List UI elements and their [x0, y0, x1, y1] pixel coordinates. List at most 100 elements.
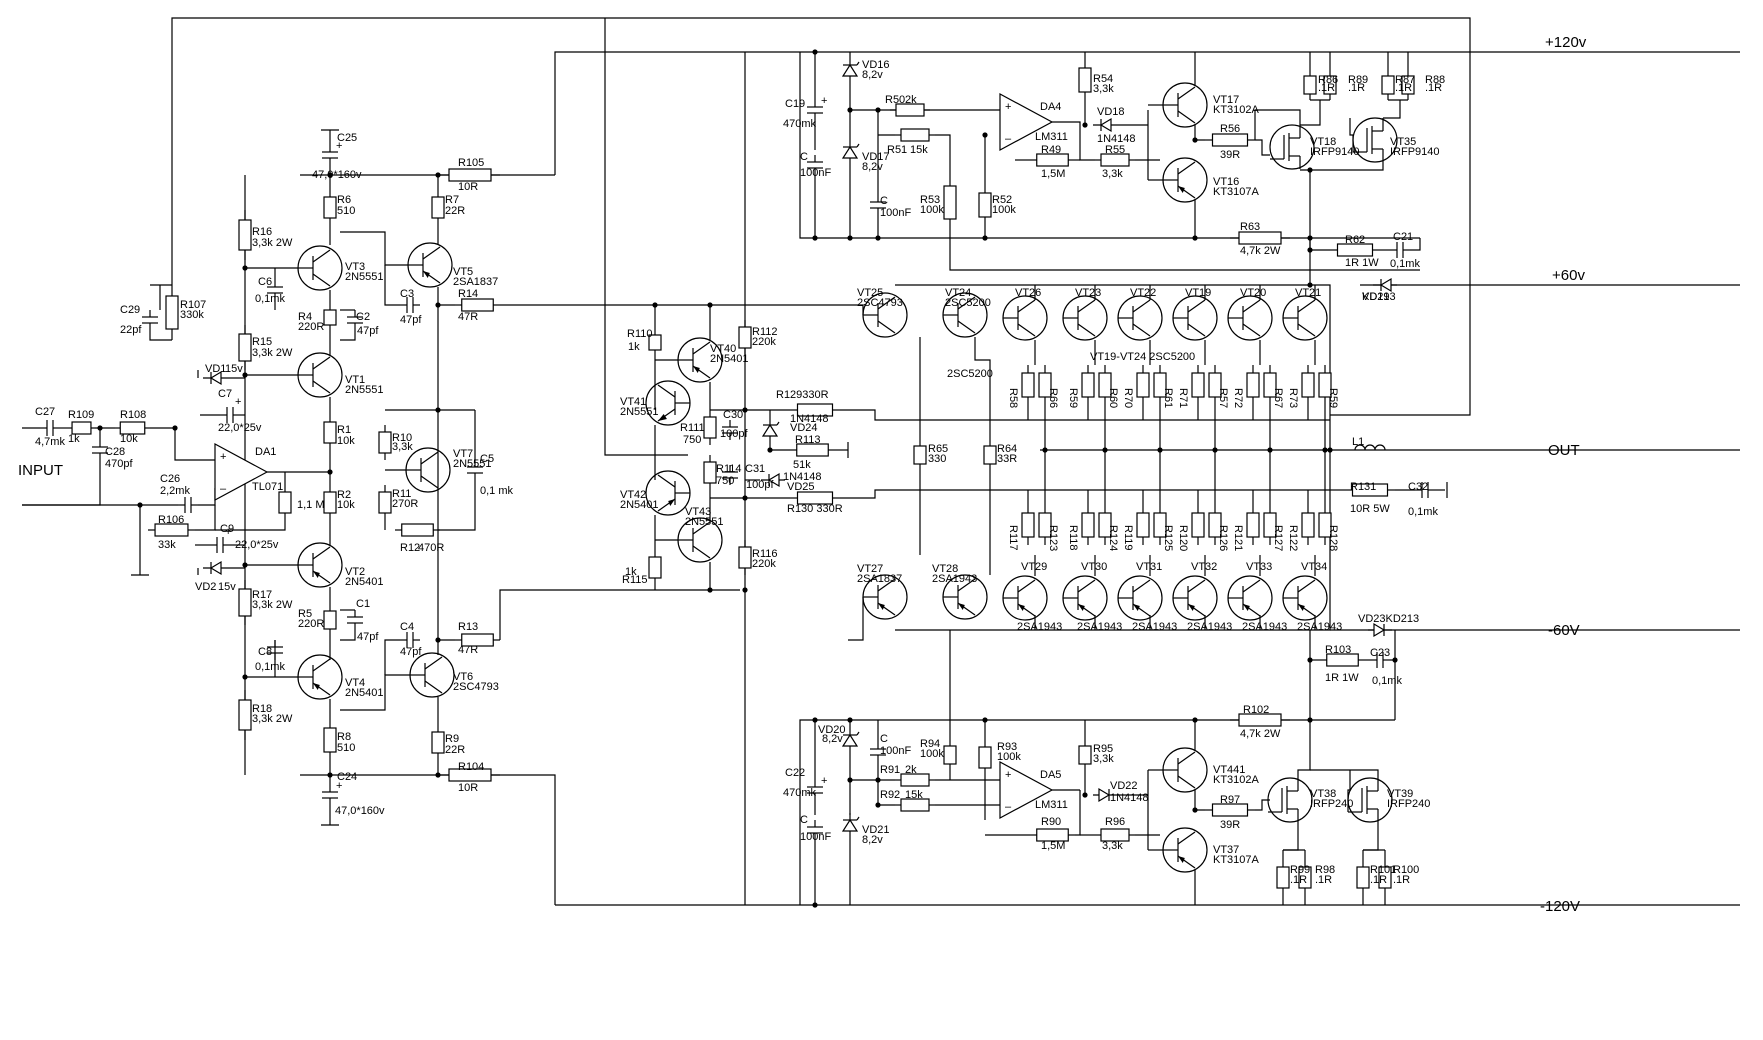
vt30-ref-label: VT30 [1081, 561, 1107, 573]
c3v-label: 47pf [400, 314, 422, 326]
l1-inductor [1354, 444, 1386, 451]
junction-dot [327, 772, 333, 778]
vt28-transistor [942, 574, 988, 620]
vt24-type-label: 2SC5200 [945, 297, 991, 309]
junction-dot [1192, 137, 1198, 143]
upper-output-note-label: VT19-VT24 2SC5200 [1090, 351, 1195, 363]
r110-resistor [648, 330, 662, 355]
r51-label: R51 [887, 144, 907, 156]
c21-capacitor [1390, 242, 1410, 258]
wire [340, 231, 408, 266]
wire [149, 330, 172, 341]
vt35-type-label: IRFP9140 [1390, 146, 1440, 158]
r129-label: R129330R [776, 389, 829, 401]
lower-r-a-label: R121 [1232, 525, 1244, 551]
c28-capacitor [92, 440, 108, 460]
junction-dot [1307, 235, 1313, 241]
vd1v-label: 15v [225, 363, 243, 375]
junction-dot [1192, 807, 1198, 813]
upper-emitter-resistor [1263, 365, 1277, 405]
wire [1383, 100, 1401, 119]
r9-label: R9 [445, 733, 459, 745]
wire [300, 774, 556, 905]
r15-label: R15 [252, 336, 272, 348]
vt38-ref-label: VT38 [1310, 788, 1336, 800]
c29-capacitor [142, 310, 158, 330]
da1-opamp: +– [214, 442, 269, 502]
c1-label: C1 [356, 598, 370, 610]
junction-dot [1192, 235, 1198, 241]
c6-capacitor [267, 280, 283, 300]
r108-label: R108 [120, 409, 146, 421]
r115-label: R115 [622, 574, 647, 586]
upper-r-b-label: R59 [1327, 388, 1339, 408]
r129-resistor [790, 403, 840, 417]
vt1-type-label: 2N5551 [345, 384, 384, 396]
r101v-label: .1R [1370, 874, 1387, 886]
r107-label: R107 [180, 299, 206, 311]
vt4-type-label: 2N5401 [345, 687, 384, 699]
r94-label: R94 [920, 738, 940, 750]
r96v-label: 3,3k [1102, 840, 1123, 852]
r1-resistor [323, 415, 337, 450]
wire [340, 674, 410, 711]
r8v-label: 510 [337, 742, 355, 754]
vt33-ref-label: VT33 [1246, 561, 1272, 573]
vt6-ref-label: VT6 [453, 671, 473, 683]
vt2-ref-label: VT2 [345, 566, 365, 578]
junction-dot [137, 502, 143, 508]
r113-resistor [790, 443, 835, 457]
r87v-label: .1R [1395, 82, 1412, 94]
r56v-label: 39R [1220, 149, 1240, 161]
wire [949, 230, 1420, 271]
c19v-label: 470mk [783, 118, 817, 130]
r116-label: R116 [752, 548, 777, 560]
r9v-label: 22R [445, 744, 465, 756]
c31v-label: 100pf [746, 479, 774, 491]
r56-label: R56 [1220, 123, 1240, 135]
c27-capacitor [40, 420, 60, 436]
r55-label: R55 [1105, 144, 1125, 156]
vt29-ref-label: VT29 [1021, 561, 1047, 573]
wire [1075, 790, 1081, 836]
upper-r-a-label: R73 [1287, 388, 1299, 408]
vt39-ref-label: VT39 [1387, 788, 1413, 800]
upper-output-transistor [1117, 295, 1163, 341]
wire [840, 489, 1330, 499]
labels: +120v+60vOUT-60V-120VINPUTC274,7mkR1091k… [18, 34, 1587, 915]
r109v-label: 1k [68, 433, 80, 445]
c4-capacitor [400, 632, 420, 648]
upper-r-b-label: R67 [1272, 388, 1284, 408]
da4-type-label: LM311 [1035, 131, 1068, 143]
svg-text:+: + [225, 526, 231, 538]
r111-resistor [703, 410, 717, 445]
r49-label: R49 [1041, 144, 1061, 156]
c28-label: C28 [105, 446, 125, 458]
junction-dot [1082, 792, 1088, 798]
junction-dot [1327, 447, 1333, 453]
rail-plus-60-label: +60v [1552, 267, 1585, 284]
components: +–++++++–++– [40, 58, 1448, 895]
r12-resistor [395, 523, 440, 537]
out-label: OUT [1548, 442, 1580, 459]
r131-label: R131 [1350, 481, 1376, 493]
r110v-label: 1k [628, 341, 640, 353]
upper-base-resistor [1301, 365, 1315, 405]
r11-resistor [378, 485, 392, 520]
c2-capacitor [347, 310, 363, 330]
upper-emitter-resistor [1208, 365, 1222, 405]
r4-resistor [323, 305, 337, 330]
junction-dot [172, 425, 178, 431]
r98-label: R98 [1315, 864, 1335, 876]
vt39-type-label: IRFP240 [1387, 798, 1430, 810]
r14-resistor [455, 298, 500, 312]
clo2v-label: 100nF [800, 831, 831, 843]
c-100nf-upper2 [870, 195, 886, 215]
r89v-label: .1R [1348, 82, 1365, 94]
upper-output-transistor [1002, 295, 1048, 341]
junction-dot [875, 235, 881, 241]
vt41-type-label: 2N5551 [620, 406, 659, 418]
r116-resistor [738, 540, 752, 575]
vt38-type-label: IRFP240 [1310, 798, 1353, 810]
